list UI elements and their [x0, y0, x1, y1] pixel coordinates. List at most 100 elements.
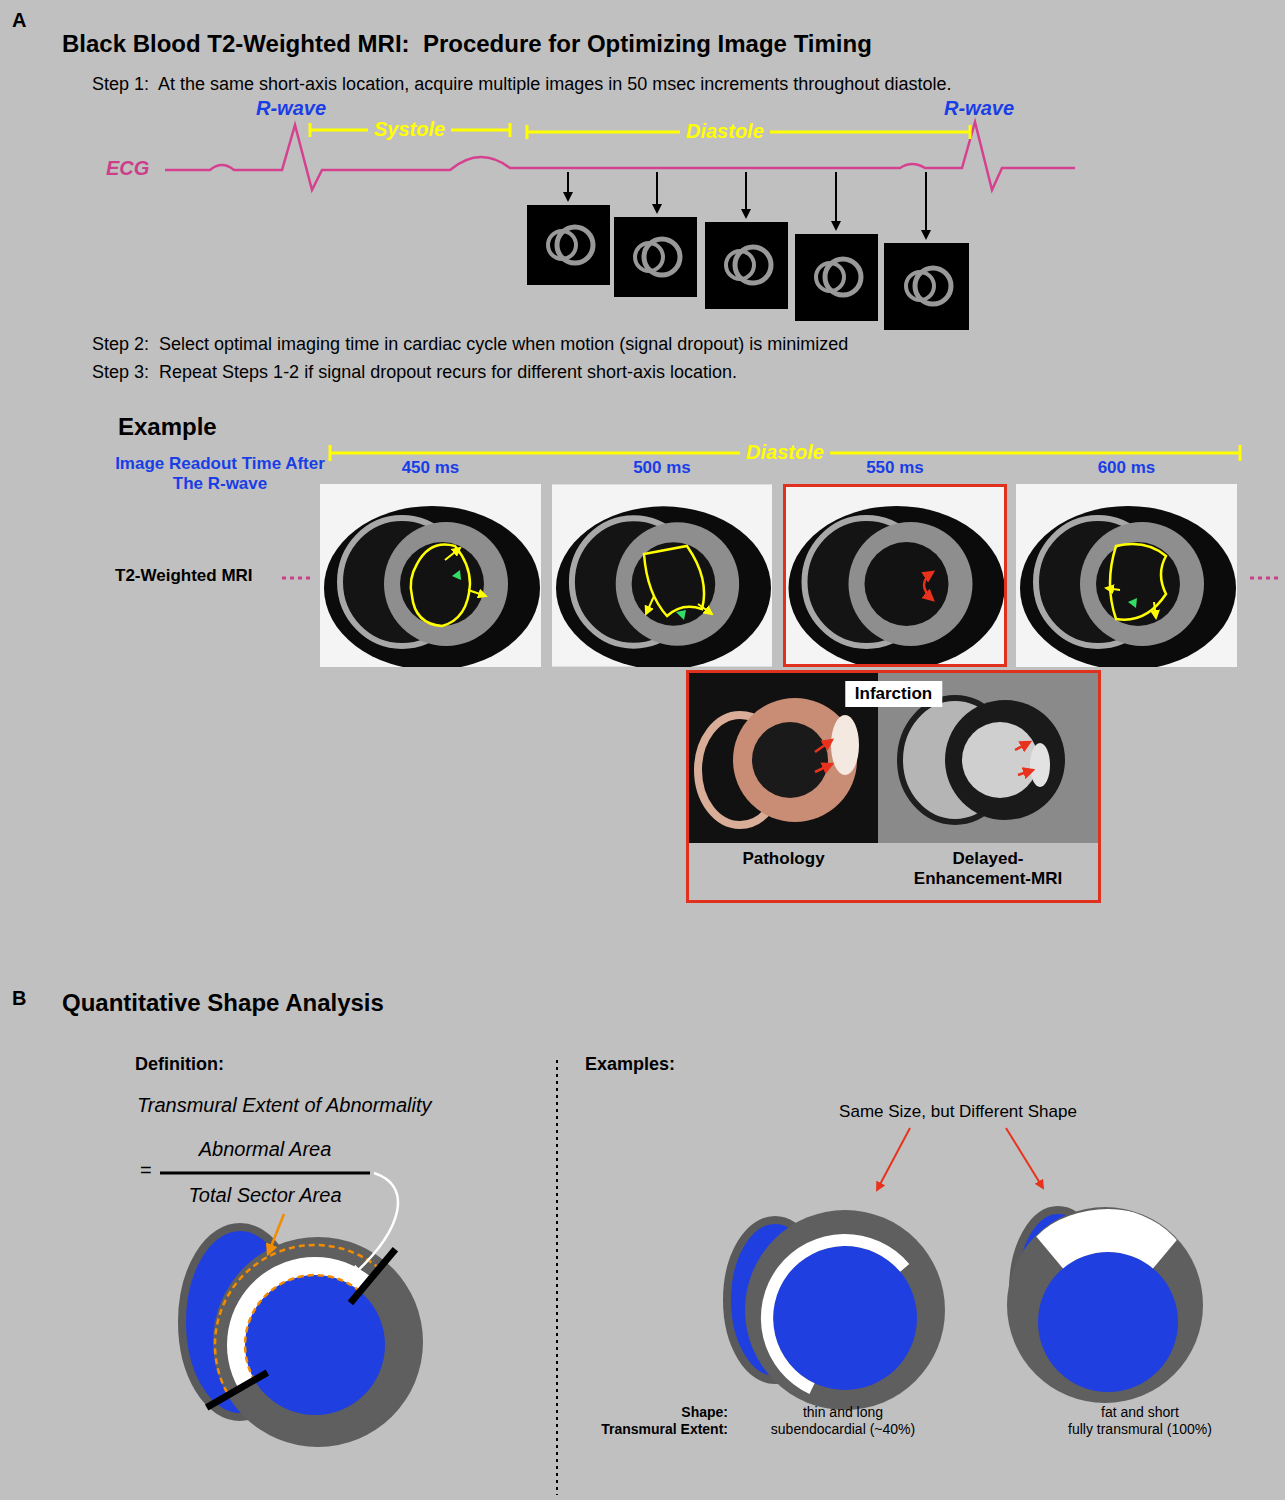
continuation-dots-part [1250, 577, 1280, 580]
de-mri-image-part [1015, 742, 1030, 750]
pointer-arrow [877, 1128, 910, 1190]
de-mri-image-part [962, 722, 1038, 798]
pathology-photo-part [752, 722, 828, 798]
phase-brackets-part [969, 125, 972, 139]
thumbnail-images-part [644, 239, 680, 275]
panel-heading: Quantitative Shape Analysis [62, 989, 384, 1018]
mri-image [1016, 484, 1237, 670]
node-text: Infarction [845, 681, 942, 707]
infarction-box: InfarctionPathology Delayed-Enhancement-M… [686, 670, 1101, 903]
thumbnail-images-part [915, 268, 951, 304]
heart-example-part [761, 1234, 909, 1394]
axis-title: Image Readout Time After The R-wave [113, 454, 328, 495]
heart-schematic-part [215, 1245, 379, 1395]
fraction-bar [160, 1172, 370, 1175]
heart-example-part [1038, 1252, 1178, 1392]
shape-value: thin and long [803, 1404, 883, 1421]
mri-image [552, 484, 772, 669]
heart-schematic-part [245, 1275, 385, 1415]
dropout-contour-part [1106, 588, 1120, 590]
mri-frame-selected: 550 ms [783, 484, 1007, 667]
phase-brackets-part [526, 125, 529, 139]
row-label: Shape: [681, 1404, 728, 1421]
dropout-contour-part [1110, 544, 1166, 620]
shape-value: fat and short [1101, 1404, 1179, 1421]
phase-label: Diastole [680, 119, 770, 143]
heart-example-part [773, 1246, 917, 1390]
dropout-contour-part [646, 596, 654, 614]
row-label: Transmural Extent: [601, 1421, 728, 1438]
node-text: 600 ms [1098, 458, 1156, 478]
dropout-contour-part [445, 548, 460, 560]
timing-arrows-part [925, 172, 927, 238]
dropout-contour [644, 546, 712, 620]
heart-example-part [1007, 1207, 1203, 1403]
definition-text: Transmural Extent of Abnormality [137, 1093, 432, 1117]
timing-arrows-part [745, 172, 747, 217]
de-mri-image-part [1030, 743, 1050, 787]
timing-arrows-part [835, 172, 837, 229]
example-note: Same Size, but Different Shape [839, 1102, 1077, 1122]
continuation-dots-part [282, 577, 312, 580]
extent-value: fully transmural (100%) [1068, 1421, 1212, 1438]
heart-schematic-part [227, 1257, 372, 1389]
ecg-trace [165, 122, 1075, 190]
dropout-contour-part [452, 570, 461, 580]
pathology-photo-part [815, 764, 832, 772]
pathology-photo-part [831, 715, 859, 775]
wave-label: R-wave [944, 96, 1014, 120]
infarct-arrows-part [924, 572, 933, 600]
thumbnail-images-part [614, 217, 697, 297]
thumbnail-images-part [557, 227, 593, 263]
node-text: 500 ms [633, 458, 691, 478]
de-mri-image-part [945, 700, 1065, 820]
thumbnail-images-part [527, 205, 610, 285]
heart-schematic-part [213, 1237, 423, 1447]
thumbnail-images-part [795, 234, 878, 321]
wave-label: R-wave [256, 96, 326, 120]
heart-schematic-part [245, 1275, 360, 1380]
dropout-contour-part [411, 544, 470, 626]
node-text: Pathology [742, 849, 824, 869]
pathology-photo-part [815, 740, 832, 752]
heart-example [727, 1210, 945, 1410]
phase-brackets-part [509, 123, 512, 137]
thumbnail-images-part [825, 259, 861, 295]
infarct-arrows [924, 572, 933, 600]
mri-frame: 600 ms [1016, 484, 1237, 667]
mri-frame: 500 ms [552, 484, 772, 667]
mri-frame: 450 ms [320, 484, 541, 667]
panel-letter: A [12, 8, 26, 32]
phase-brackets-part [309, 123, 312, 137]
heart-example-part [1035, 1209, 1180, 1268]
dropout-contour-part [1128, 598, 1137, 608]
dropout-contour-part [676, 610, 686, 620]
equation-sign: = [140, 1158, 152, 1182]
phase-label: Diastole [740, 440, 830, 464]
de-mri-image-part [1018, 770, 1033, 775]
dropout-contour-part [1154, 602, 1156, 618]
signal-name: ECG [106, 156, 149, 180]
de-mri-panel: Delayed-Enhancement-MRI [878, 673, 1098, 895]
heart-example [1007, 1207, 1203, 1403]
fraction-numerator: Abnormal Area [199, 1137, 332, 1161]
node-text: Delayed-Enhancement-MRI [903, 849, 1073, 890]
heart-example-part [745, 1210, 945, 1410]
extent-value: subendocardial (~40%) [771, 1421, 915, 1438]
dropout-contour-part [468, 590, 486, 596]
thumbnail-images-part [735, 247, 771, 283]
dropout-contour-part [644, 546, 704, 616]
pointer-arrow [1006, 1128, 1043, 1188]
thumbnail-images [527, 205, 969, 330]
heart-schematic-part [207, 1373, 268, 1408]
dropout-contour-part [698, 604, 712, 614]
heart-schematic-part [350, 1249, 395, 1303]
section-heading: Definition: [135, 1054, 224, 1076]
leader-arrow [352, 1173, 398, 1276]
diastole-bracket-part [1239, 445, 1242, 461]
step-text: Step 2: Select optimal imaging time in c… [92, 334, 848, 356]
step-text: Step 1: At the same short-axis location,… [92, 74, 951, 96]
